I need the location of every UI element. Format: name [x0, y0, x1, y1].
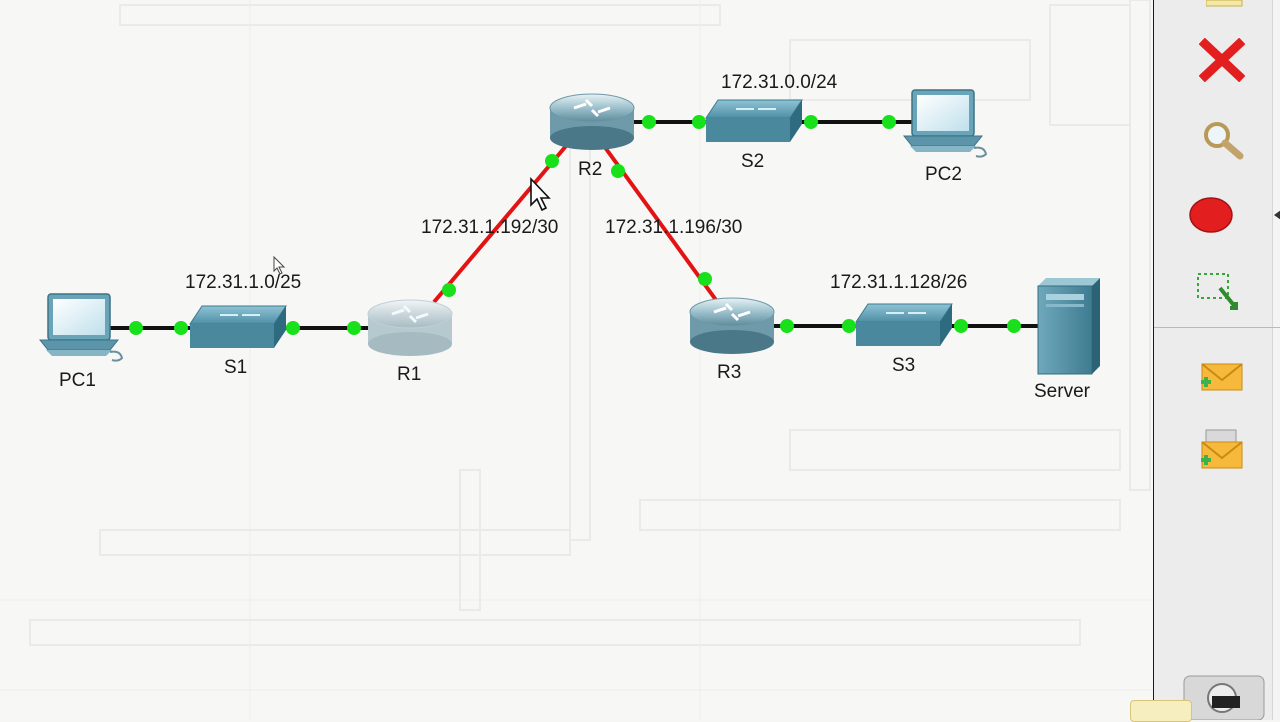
server-device[interactable]: [1037, 278, 1100, 375]
pc1-device[interactable]: [38, 293, 124, 362]
pc2-device[interactable]: [902, 89, 988, 158]
network-label-wan-r2-r3: 172.31.1.196/30: [605, 217, 743, 238]
s1-label: S1: [224, 357, 248, 378]
r2-label: R2: [578, 159, 603, 180]
toolbar-divider: [1154, 327, 1280, 328]
inspect-icon[interactable]: [1200, 118, 1246, 164]
common-tools-bar: [1153, 0, 1280, 720]
add-simple-pdu-icon[interactable]: [1198, 360, 1246, 396]
s2-label: S2: [741, 151, 765, 172]
s3-device[interactable]: [855, 303, 953, 346]
network-label-wan-r1-r2: 172.31.1.192/30: [421, 217, 559, 238]
select-icon[interactable]: [1206, 0, 1246, 8]
r3-device[interactable]: [689, 297, 775, 354]
bottom-corner-note: [1130, 700, 1192, 722]
r1-label: R1: [397, 364, 422, 385]
pc2-label: PC2: [925, 164, 962, 185]
s1-device[interactable]: [189, 305, 287, 348]
delete-icon[interactable]: [1199, 38, 1245, 82]
network-label-lan2: 172.31.0.0/24: [721, 72, 838, 93]
s3-label: S3: [892, 355, 916, 376]
workspace-background: [0, 0, 1153, 720]
resize-icon[interactable]: [1194, 270, 1244, 316]
network-label-lan1: 172.31.1.0/25: [185, 272, 302, 293]
add-complex-pdu-icon[interactable]: [1198, 428, 1246, 474]
link-status-lights: [129, 115, 1021, 335]
ethernet-links: [110, 120, 1040, 330]
draw-ellipse-icon[interactable]: [1188, 196, 1234, 236]
network-label-lan3: 172.31.1.128/26: [830, 272, 968, 293]
r2-device[interactable]: [549, 93, 635, 150]
network-topology: [38, 89, 1100, 375]
toolbar-expand-arrow-icon[interactable]: [1274, 210, 1280, 220]
link-r1-r2[interactable]: [432, 144, 568, 304]
r1-device[interactable]: [367, 299, 453, 356]
capture-button-icon[interactable]: [1182, 672, 1266, 720]
logical-workspace[interactable]: PC1 S1 R1 R2 S2 PC2 R3 S3 Server 172.31.…: [0, 0, 1153, 720]
s2-device[interactable]: [705, 99, 803, 142]
pc1-label: PC1: [59, 370, 96, 391]
r3-label: R3: [717, 362, 742, 383]
server-label: Server: [1034, 381, 1090, 402]
toolbar-scroll-strip[interactable]: [1272, 0, 1280, 720]
